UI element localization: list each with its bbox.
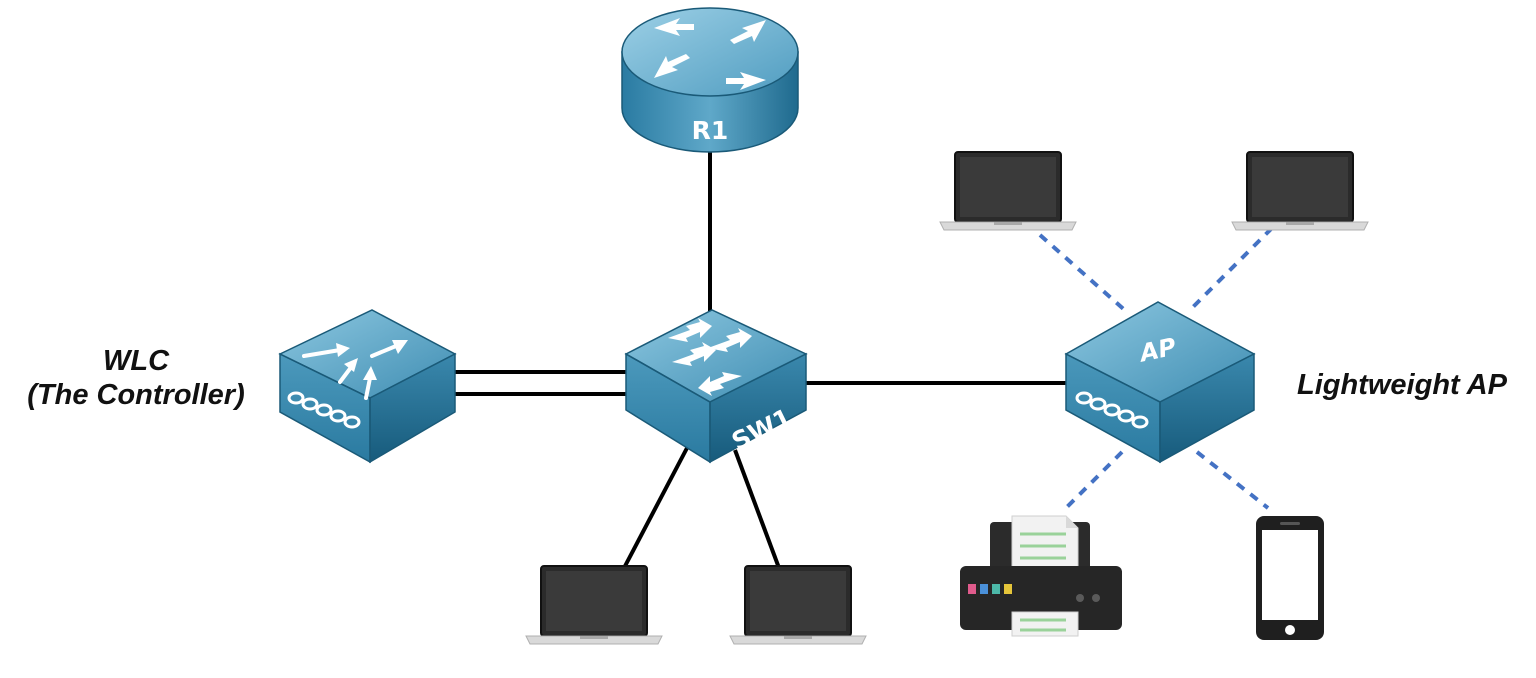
link-sw1-laptop-left [622, 447, 689, 569]
wifi-ap-laptop-left [1038, 233, 1130, 315]
wlc-label-subtitle: (The Controller) [27, 379, 245, 411]
wlc-port-chain [287, 391, 361, 429]
laptop-icon[interactable] [729, 565, 867, 645]
wlc-label-title: WLC [102, 345, 170, 377]
wlc-controller[interactable] [278, 309, 457, 464]
wifi-ap-laptop-right [1190, 226, 1274, 310]
smartphone-icon[interactable] [1256, 516, 1324, 640]
laptop-icon[interactable] [525, 565, 663, 645]
wireless-lan-controller-icon [302, 340, 408, 400]
access-point[interactable]: AP [1064, 301, 1256, 464]
wifi-ap-printer [1060, 450, 1124, 514]
router-label: R1 [692, 116, 729, 145]
wired-links [455, 152, 1066, 569]
multilayer-switch-icon [668, 318, 752, 396]
laptop-icon[interactable] [1231, 151, 1369, 231]
access-point-icon [1075, 391, 1149, 429]
wlc-label: WLC (The Controller) [18, 344, 254, 412]
wifi-ap-phone [1195, 450, 1270, 510]
link-sw1-laptop-right [733, 449, 781, 569]
printer-icon[interactable] [960, 515, 1122, 637]
router-icon [654, 18, 766, 90]
router-r1[interactable]: R1 [621, 7, 799, 153]
switch-sw1[interactable]: SW1 [624, 309, 808, 464]
lightweight-ap-label: Lightweight AP [1297, 369, 1507, 401]
wireless-links [1038, 226, 1274, 514]
laptop-icon[interactable] [939, 151, 1077, 231]
